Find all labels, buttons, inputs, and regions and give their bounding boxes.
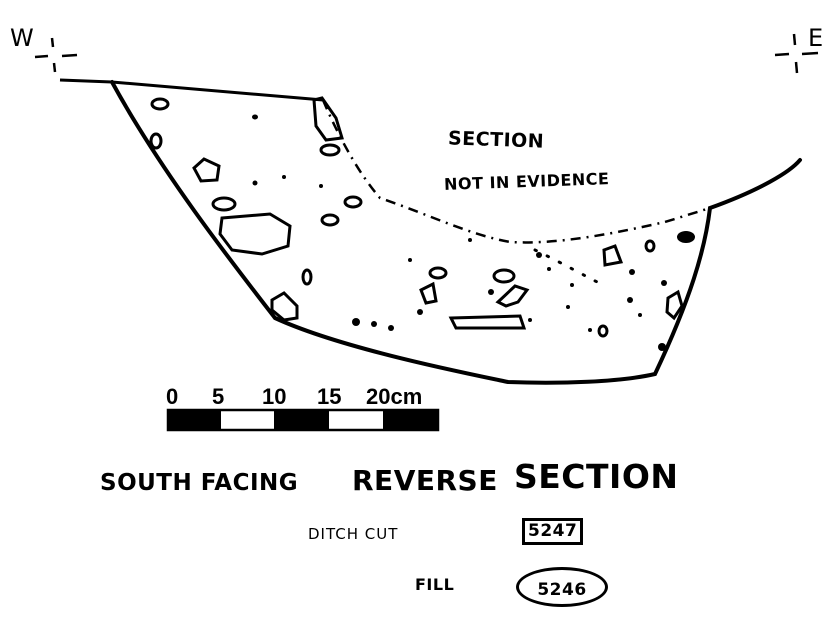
scale-label-0: 0	[166, 384, 179, 409]
cut-number-box: 5247	[522, 518, 584, 545]
scale-label-15: 15	[317, 384, 342, 409]
scale-bar-segment-3	[274, 410, 329, 430]
not-in-evidence-line	[321, 99, 711, 244]
scale-bar-segment-1	[168, 410, 221, 430]
ground-surface-line	[59, 78, 324, 102]
fill-boundary-dots	[533, 248, 607, 288]
fill-number-circle: 5246	[516, 567, 608, 607]
fill-label: FILL	[415, 575, 455, 594]
east-datum-marker	[774, 33, 819, 74]
ditch-cut-outline	[110, 80, 802, 385]
pebble-dots	[252, 114, 695, 351]
title-south-facing: SOUTH FACING	[100, 470, 299, 496]
east-label: E	[808, 24, 824, 52]
scale-label-10: 10	[262, 384, 287, 409]
scale-label-5: 5	[212, 384, 225, 409]
scale-label-20cm: 20cm	[366, 384, 423, 409]
ditch-cut-label: DITCH CUT	[308, 525, 399, 543]
west-datum-marker	[34, 37, 78, 73]
title-reverse: REVERSE	[352, 464, 498, 497]
west-label: W	[10, 24, 35, 52]
stone-inclusions	[149, 96, 684, 338]
section-note-line1: SECTION	[447, 127, 545, 153]
scale-bar	[166, 408, 440, 432]
title-section: SECTION	[514, 457, 679, 496]
scale-bar-segment-5	[383, 410, 438, 430]
